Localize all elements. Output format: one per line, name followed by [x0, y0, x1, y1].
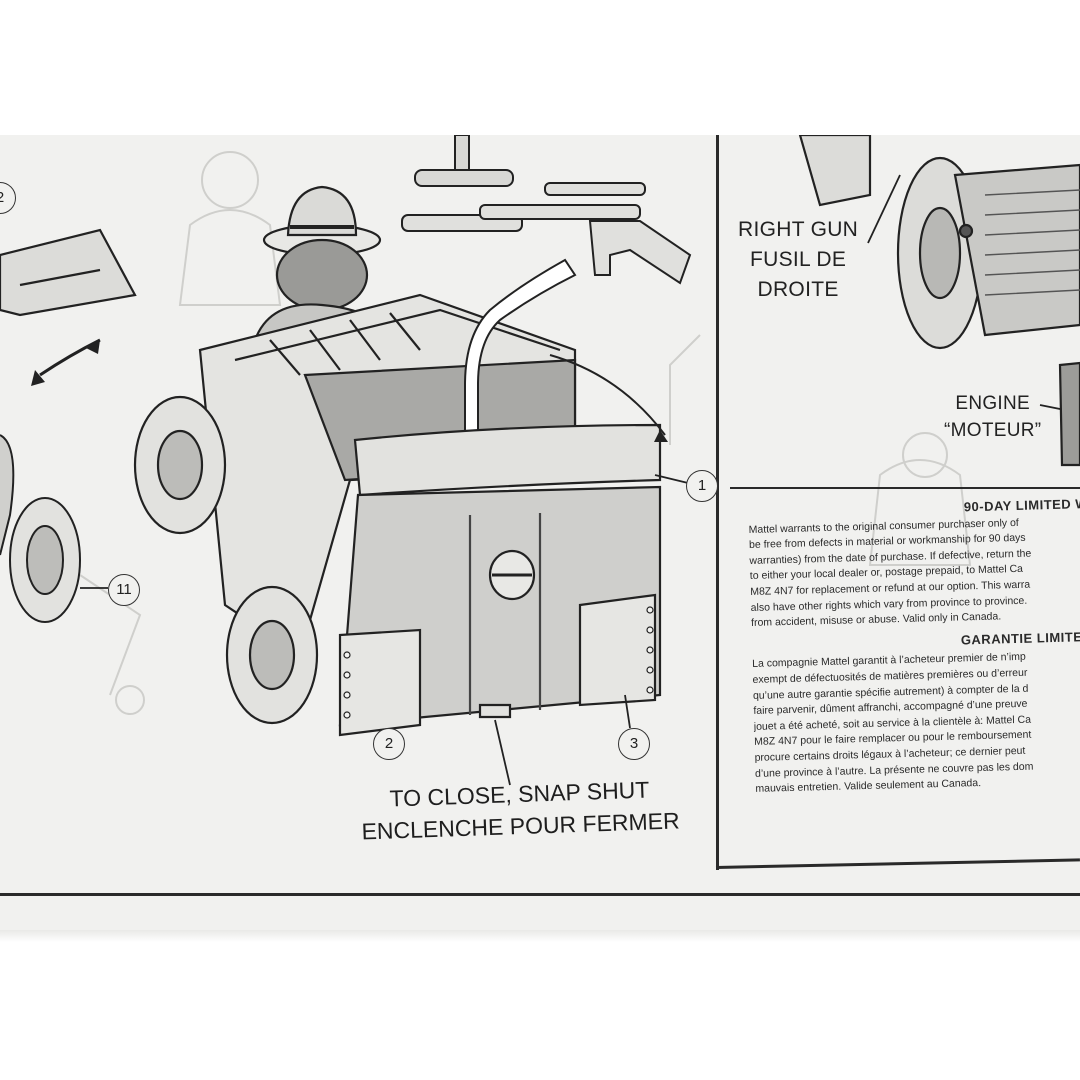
vehicle-top-view	[798, 135, 1080, 467]
hatch-rivets	[343, 606, 654, 719]
page-bottom-rule	[0, 893, 1080, 896]
sheet-edge-shadow	[0, 930, 1080, 942]
panel-divider-vertical	[716, 135, 719, 870]
assembly-illustration	[0, 135, 1080, 786]
rifle	[401, 182, 692, 285]
part-number-1: 1	[686, 470, 718, 502]
part-number-11: 11	[108, 574, 140, 606]
snap-shut-instruction: TO CLOSE, SNAP SHUT ENCLENCHE POUR FERME…	[361, 776, 681, 845]
warranty-text: 90-DAY LIMITED W Mattel warrants to the …	[748, 496, 1080, 797]
panel-divider-horizontal	[730, 487, 1080, 489]
wheels	[133, 395, 319, 725]
left-wheel	[9, 497, 81, 623]
part-number-2: 2	[373, 728, 405, 760]
right-gun-label: RIGHT GUN FUSIL DE DROITE	[738, 218, 859, 301]
part-number-3: 3	[618, 728, 650, 760]
engine-label: ENGINE “MOTEUR”	[944, 393, 1042, 441]
wing-part	[0, 228, 137, 317]
gun-mount	[414, 135, 514, 187]
rear-hatch	[338, 423, 662, 737]
